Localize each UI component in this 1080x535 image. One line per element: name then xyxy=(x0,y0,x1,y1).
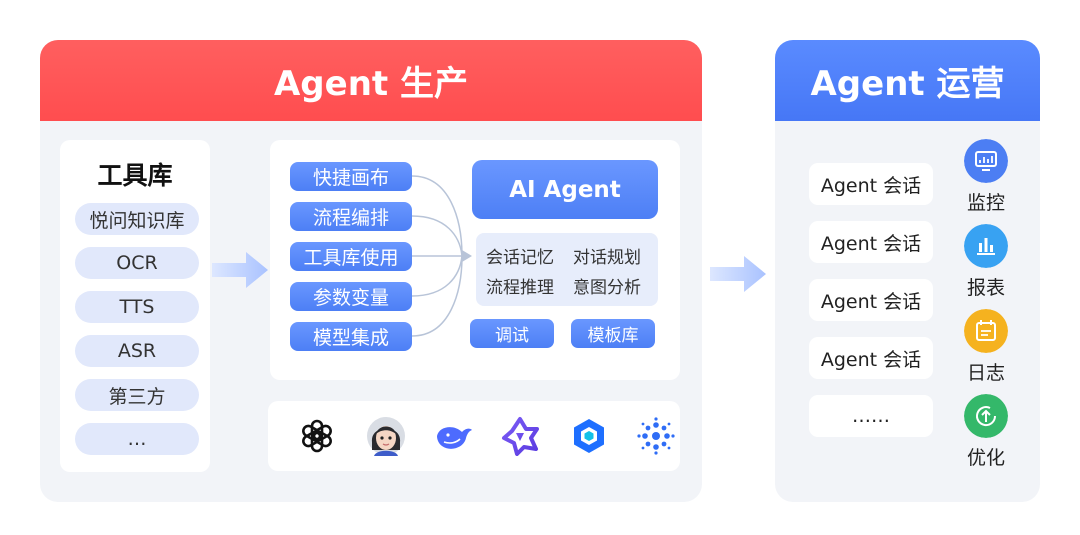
workflow-card: 快捷画布 流程编排 工具库使用 参数变量 模型集成 AI Agent 会话记忆 … xyxy=(270,140,680,380)
capability-dialog-planning: 对话规划 xyxy=(573,248,641,268)
tool-item[interactable]: 第三方 xyxy=(75,379,199,411)
tool-item[interactable]: ASR xyxy=(75,335,199,367)
flow-arrow-icon xyxy=(710,256,766,292)
capabilities-box: 会话记忆 对话规划 流程推理 意图分析 xyxy=(476,233,658,306)
feature-param-variables[interactable]: 参数变量 xyxy=(290,282,412,311)
tool-item[interactable]: TTS xyxy=(75,291,199,323)
hexagon-logo-icon xyxy=(574,419,604,453)
model-logos-card xyxy=(268,401,680,471)
tool-item[interactable]: 悦问知识库 xyxy=(75,203,199,235)
agent-operations-panel: Agent 运营 Agent 会话 Agent 会话 Agent 会话 Agen… xyxy=(775,40,1040,502)
log-label: 日志 xyxy=(966,362,1005,384)
capability-flow-reasoning: 流程推理 xyxy=(486,278,554,298)
bar-chart-icon[interactable] xyxy=(964,224,1008,268)
connector-lines xyxy=(411,175,472,337)
operations-header: Agent 运营 xyxy=(775,40,1040,121)
agent-session-item[interactable]: Agent 会话 xyxy=(809,221,933,263)
monitor-label: 监控 xyxy=(966,192,1005,214)
dot-cluster-logo-icon xyxy=(637,417,675,455)
feature-quick-canvas[interactable]: 快捷画布 xyxy=(290,162,412,191)
deepseek-whale-icon xyxy=(437,427,472,449)
tool-item[interactable]: … xyxy=(75,423,199,455)
optimize-label: 优化 xyxy=(966,447,1005,469)
avatar-girl-icon xyxy=(367,417,405,456)
ai-agent-box[interactable]: AI Agent xyxy=(472,160,658,219)
debug-button[interactable]: 调试 xyxy=(470,319,554,348)
calendar-icon[interactable] xyxy=(964,309,1008,353)
agent-session-item[interactable]: Agent 会话 xyxy=(809,279,933,321)
feature-model-integration[interactable]: 模型集成 xyxy=(290,322,412,351)
production-header: Agent 生产 xyxy=(40,40,702,121)
agent-session-item[interactable]: Agent 会话 xyxy=(809,337,933,379)
capability-session-memory: 会话记忆 xyxy=(486,248,554,268)
refresh-up-icon[interactable] xyxy=(964,394,1008,438)
qwen-star-icon xyxy=(502,417,539,456)
flow-arrow-icon xyxy=(212,252,268,288)
template-library-button[interactable]: 模板库 xyxy=(571,319,655,348)
tool-library-title: 工具库 xyxy=(97,161,173,190)
tool-item[interactable]: OCR xyxy=(75,247,199,279)
report-label: 报表 xyxy=(966,277,1005,299)
agent-session-item[interactable]: Agent 会话 xyxy=(809,163,933,205)
openai-logo-icon xyxy=(302,419,332,453)
tool-library-card: 工具库 悦问知识库 OCR TTS ASR 第三方 … xyxy=(60,140,210,472)
feature-tool-usage[interactable]: 工具库使用 xyxy=(290,242,412,271)
agent-production-panel: Agent 生产 工具库 悦问知识库 OCR TTS ASR 第三方 … 快捷画… xyxy=(40,40,702,502)
feature-flow-orchestration[interactable]: 流程编排 xyxy=(290,202,412,231)
monitor-icon[interactable] xyxy=(964,139,1008,183)
capability-intent-analysis: 意图分析 xyxy=(573,278,641,298)
agent-session-more[interactable]: …… xyxy=(809,395,933,437)
